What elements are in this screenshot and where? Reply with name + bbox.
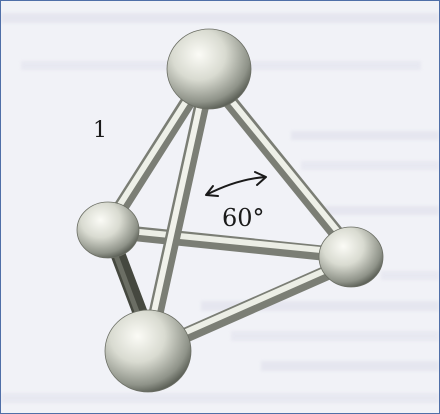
angle-label: 60°	[222, 204, 265, 232]
figure-number-label: 1	[93, 118, 107, 143]
atom-right	[318, 226, 384, 288]
atoms	[76, 28, 384, 393]
atom-top	[166, 28, 252, 110]
angle-arrow	[205, 171, 267, 197]
atom-bottom	[104, 309, 192, 393]
atom-left	[76, 201, 140, 259]
